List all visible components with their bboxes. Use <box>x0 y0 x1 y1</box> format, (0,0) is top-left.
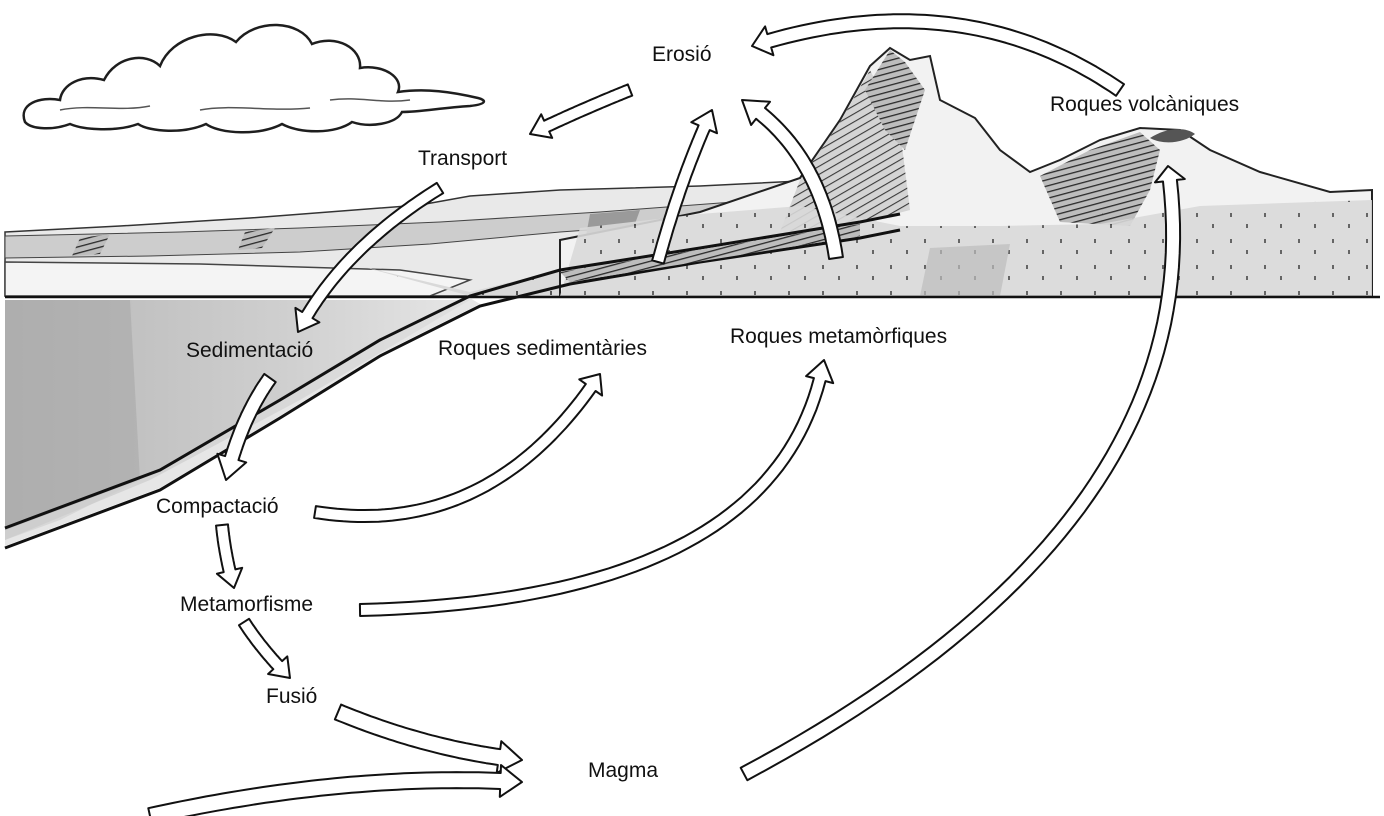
cloud-illustration <box>24 25 484 132</box>
fusio-label: Fusió <box>266 686 317 707</box>
sedimentacio-label: Sedimentació <box>186 340 313 361</box>
transport-label: Transport <box>418 148 507 169</box>
compactacio-label: Compactació <box>156 496 279 517</box>
arrow-bottom-to-magma <box>148 765 522 816</box>
arrow-compactacio-to-metamorfisme <box>216 524 242 588</box>
arrow-compactacio-to-roques-sed <box>314 374 602 522</box>
metamorfisme-label: Metamorfisme <box>180 594 313 615</box>
roques-metamorfiques-label: Roques metamòrfiques <box>730 326 947 347</box>
arrow-fusio-to-magma <box>335 705 522 773</box>
roques-volcaniques-label: Roques volcàniques <box>1050 94 1239 115</box>
magma-label: Magma <box>588 760 658 781</box>
arrow-metamorfisme-to-roques-met <box>360 360 833 616</box>
roques-sedimentaries-label: Roques sedimentàries <box>438 338 647 359</box>
arrow-erosio-to-transport <box>530 84 632 137</box>
erosio-label: Erosió <box>652 44 712 65</box>
arrow-metamorfisme-to-fusio <box>239 619 290 678</box>
arrow-volcanic-to-erosio <box>752 14 1124 96</box>
